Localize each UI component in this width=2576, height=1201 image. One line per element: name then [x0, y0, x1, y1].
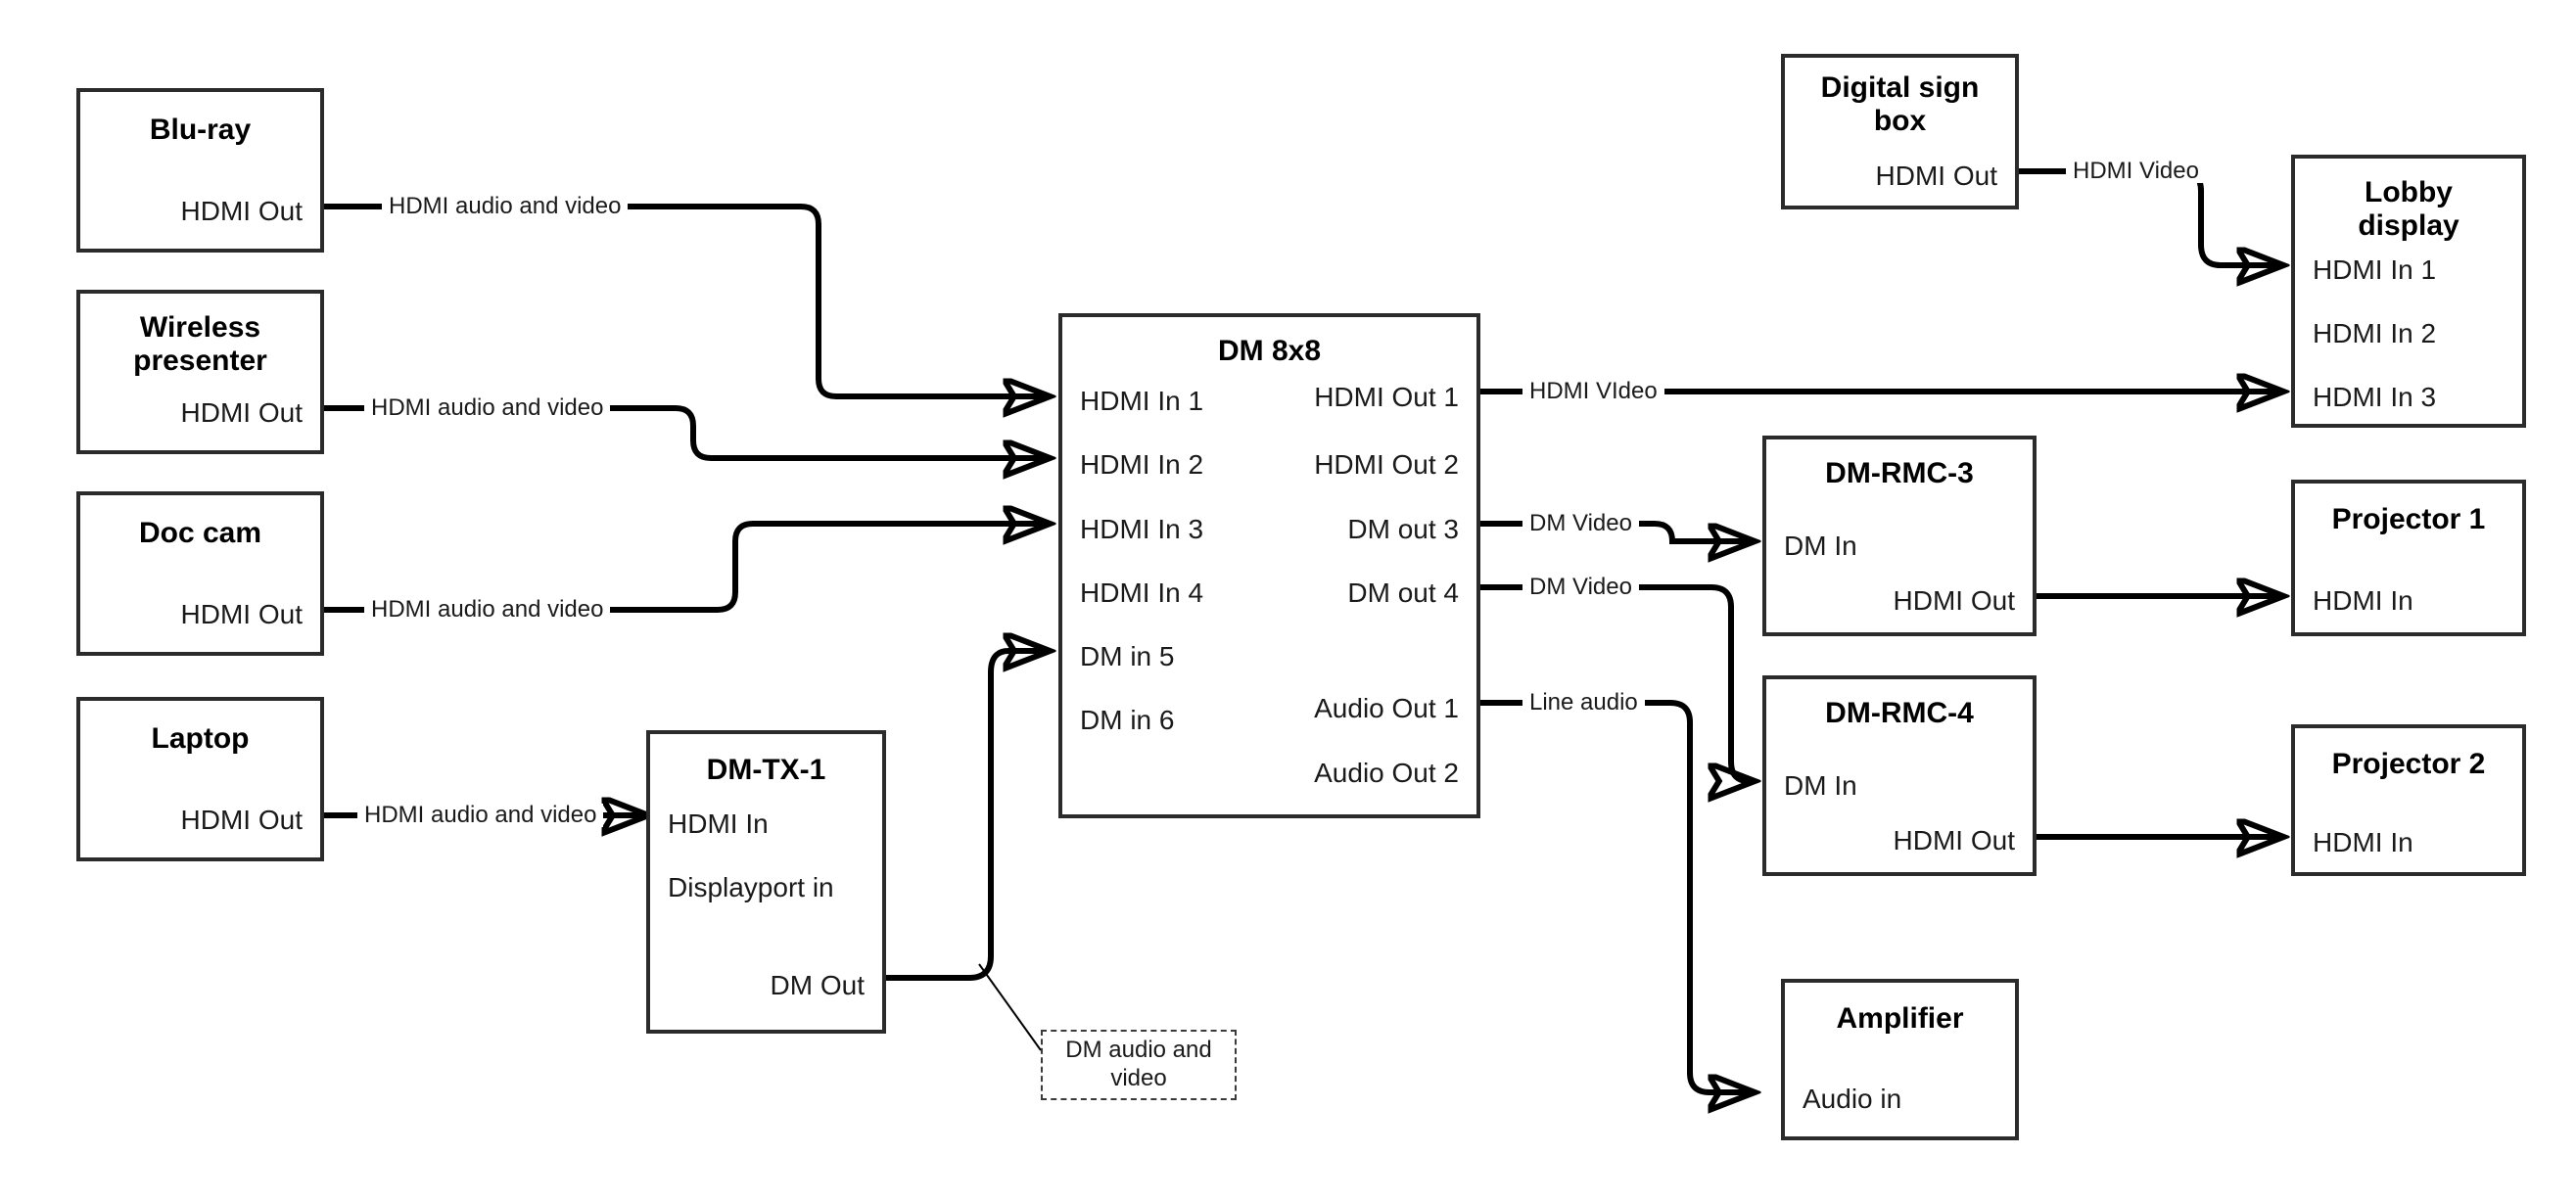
- node-bluray-title: Blu-ray: [149, 114, 252, 146]
- edge-label-dm-out-4-to-dmrmc4: DM Video: [1522, 576, 1639, 599]
- node-dm-rmc-3-port-dm-in[interactable]: DM In: [1784, 531, 1857, 561]
- node-digital-sign-box-port-hdmi-out[interactable]: HDMI Out: [1875, 161, 1997, 191]
- node-dm-rmc-4[interactable]: DM-RMC-4 DM In HDMI Out: [1762, 675, 2037, 876]
- node-dm-8x8[interactable]: DM 8x8 HDMI In 1 HDMI In 2 HDMI In 3 HDM…: [1058, 313, 1480, 818]
- node-laptop[interactable]: Laptop HDMI Out: [76, 697, 324, 861]
- node-projector-1-title: Projector 1: [2331, 503, 2486, 535]
- node-dm-tx-1-port-dm-out[interactable]: DM Out: [770, 970, 865, 1000]
- node-digital-sign-box-title: Digital sign box: [1820, 71, 1980, 137]
- node-digital-sign-box[interactable]: Digital sign box HDMI Out: [1781, 54, 2019, 209]
- leader-line-dm-audio-video-note: [978, 963, 1042, 1051]
- edge-label-dm-out-3-to-dmrmc3: DM Video: [1522, 512, 1639, 535]
- node-dm-rmc-4-port-hdmi-out[interactable]: HDMI Out: [1893, 825, 2015, 855]
- node-dm-tx-1[interactable]: DM-TX-1 HDMI In Displayport in DM Out: [646, 730, 886, 1034]
- edge-label-audio-out-1-to-amplifier: Line audio: [1522, 691, 1645, 715]
- wire-audio-out-1-to-amplifier: [1480, 700, 1753, 1092]
- node-doc-cam-title: Doc cam: [138, 517, 262, 549]
- node-wireless-presenter-title: Wireless presenter: [133, 311, 267, 377]
- node-bluray[interactable]: Blu-ray HDMI Out: [76, 88, 324, 253]
- wire-dm-out-4-to-dmrmc4: [1480, 584, 1753, 781]
- node-wireless-presenter-port-hdmi-out[interactable]: HDMI Out: [180, 397, 303, 428]
- node-doc-cam[interactable]: Doc cam HDMI Out: [76, 491, 324, 656]
- node-dm-tx-1-title: DM-TX-1: [706, 754, 826, 786]
- wire-digitalsign-to-lobby-hdmi-in-1: [2019, 168, 2281, 265]
- node-lobby-display-port-hdmi-in-1[interactable]: HDMI In 1: [2313, 254, 2437, 285]
- node-lobby-display-port-hdmi-in-2[interactable]: HDMI In 2: [2313, 318, 2437, 348]
- wire-dmtx1-to-dm-in-5: [886, 651, 1048, 981]
- node-dm-8x8-port-hdmi-in-2[interactable]: HDMI In 2: [1080, 449, 1204, 480]
- node-dm-8x8-port-audio-out-2[interactable]: Audio Out 2: [1314, 758, 1459, 788]
- node-bluray-port-hdmi-out[interactable]: HDMI Out: [180, 196, 303, 226]
- edge-label-doccam-to-hdmi-in-3: HDMI audio and video: [364, 598, 611, 622]
- node-dm-rmc-3-port-hdmi-out[interactable]: HDMI Out: [1893, 585, 2015, 616]
- edge-label-hdmi-out-1-to-lobby: HDMI VIdeo: [1522, 380, 1664, 403]
- node-laptop-port-hdmi-out[interactable]: HDMI Out: [180, 805, 303, 835]
- wire-bluray-to-hdmi-in-1: [324, 204, 1048, 396]
- node-dm-8x8-port-audio-out-1[interactable]: Audio Out 1: [1314, 693, 1459, 723]
- edge-label-bluray-to-hdmi-in-1: HDMI audio and video: [382, 195, 629, 218]
- node-projector-2-port-hdmi-in[interactable]: HDMI In: [2313, 827, 2413, 857]
- node-dm-8x8-port-dm-out-4[interactable]: DM out 4: [1347, 577, 1459, 608]
- node-amplifier-port-audio-in[interactable]: Audio in: [1803, 1084, 1902, 1114]
- node-dm-8x8-title: DM 8x8: [1217, 335, 1322, 367]
- node-dm-tx-1-port-displayport-in[interactable]: Displayport in: [668, 872, 834, 902]
- node-dm-rmc-4-title: DM-RMC-4: [1825, 697, 1974, 729]
- node-dm-rmc-4-port-dm-in[interactable]: DM In: [1784, 770, 1857, 801]
- node-amplifier[interactable]: Amplifier Audio in: [1781, 979, 2019, 1140]
- node-dm-rmc-3-title: DM-RMC-3: [1825, 457, 1974, 489]
- edge-label-wireless-to-hdmi-in-2: HDMI audio and video: [364, 396, 611, 420]
- node-lobby-display-port-hdmi-in-3[interactable]: HDMI In 3: [2313, 382, 2437, 412]
- node-projector-1-port-hdmi-in[interactable]: HDMI In: [2313, 585, 2413, 616]
- node-lobby-display[interactable]: Lobby display HDMI In 1 HDMI In 2 HDMI I…: [2291, 155, 2526, 428]
- node-dm-tx-1-port-hdmi-in[interactable]: HDMI In: [668, 808, 769, 839]
- node-projector-2-title: Projector 2: [2331, 748, 2486, 780]
- edge-label-laptop-to-dmtx1: HDMI audio and video: [357, 804, 604, 827]
- node-dm-8x8-port-dm-out-3[interactable]: DM out 3: [1347, 514, 1459, 544]
- node-wireless-presenter[interactable]: Wireless presenter HDMI Out: [76, 290, 324, 454]
- node-dm-8x8-port-hdmi-out-2[interactable]: HDMI Out 2: [1314, 449, 1459, 480]
- node-laptop-title: Laptop: [151, 722, 250, 755]
- node-dm-rmc-3[interactable]: DM-RMC-3 DM In HDMI Out: [1762, 436, 2037, 636]
- node-dm-8x8-port-hdmi-out-1[interactable]: HDMI Out 1: [1314, 382, 1459, 412]
- edge-label-digitalsign-to-lobby: HDMI Video: [2066, 160, 2206, 183]
- node-projector-2[interactable]: Projector 2 HDMI In: [2291, 724, 2526, 876]
- node-dm-8x8-port-dm-in-5[interactable]: DM in 5: [1080, 641, 1175, 671]
- node-dm-8x8-port-dm-in-6[interactable]: DM in 6: [1080, 705, 1175, 735]
- node-projector-1[interactable]: Projector 1 HDMI In: [2291, 480, 2526, 636]
- node-dm-8x8-port-hdmi-in-4[interactable]: HDMI In 4: [1080, 577, 1204, 608]
- annotation-dm-audio-and-video: DM audio and video: [1041, 1030, 1237, 1100]
- node-doc-cam-port-hdmi-out[interactable]: HDMI Out: [180, 599, 303, 629]
- node-amplifier-title: Amplifier: [1836, 1002, 1964, 1035]
- node-lobby-display-title: Lobby display: [2358, 176, 2459, 242]
- node-dm-8x8-port-hdmi-in-3[interactable]: HDMI In 3: [1080, 514, 1204, 544]
- node-dm-8x8-port-hdmi-in-1[interactable]: HDMI In 1: [1080, 386, 1204, 416]
